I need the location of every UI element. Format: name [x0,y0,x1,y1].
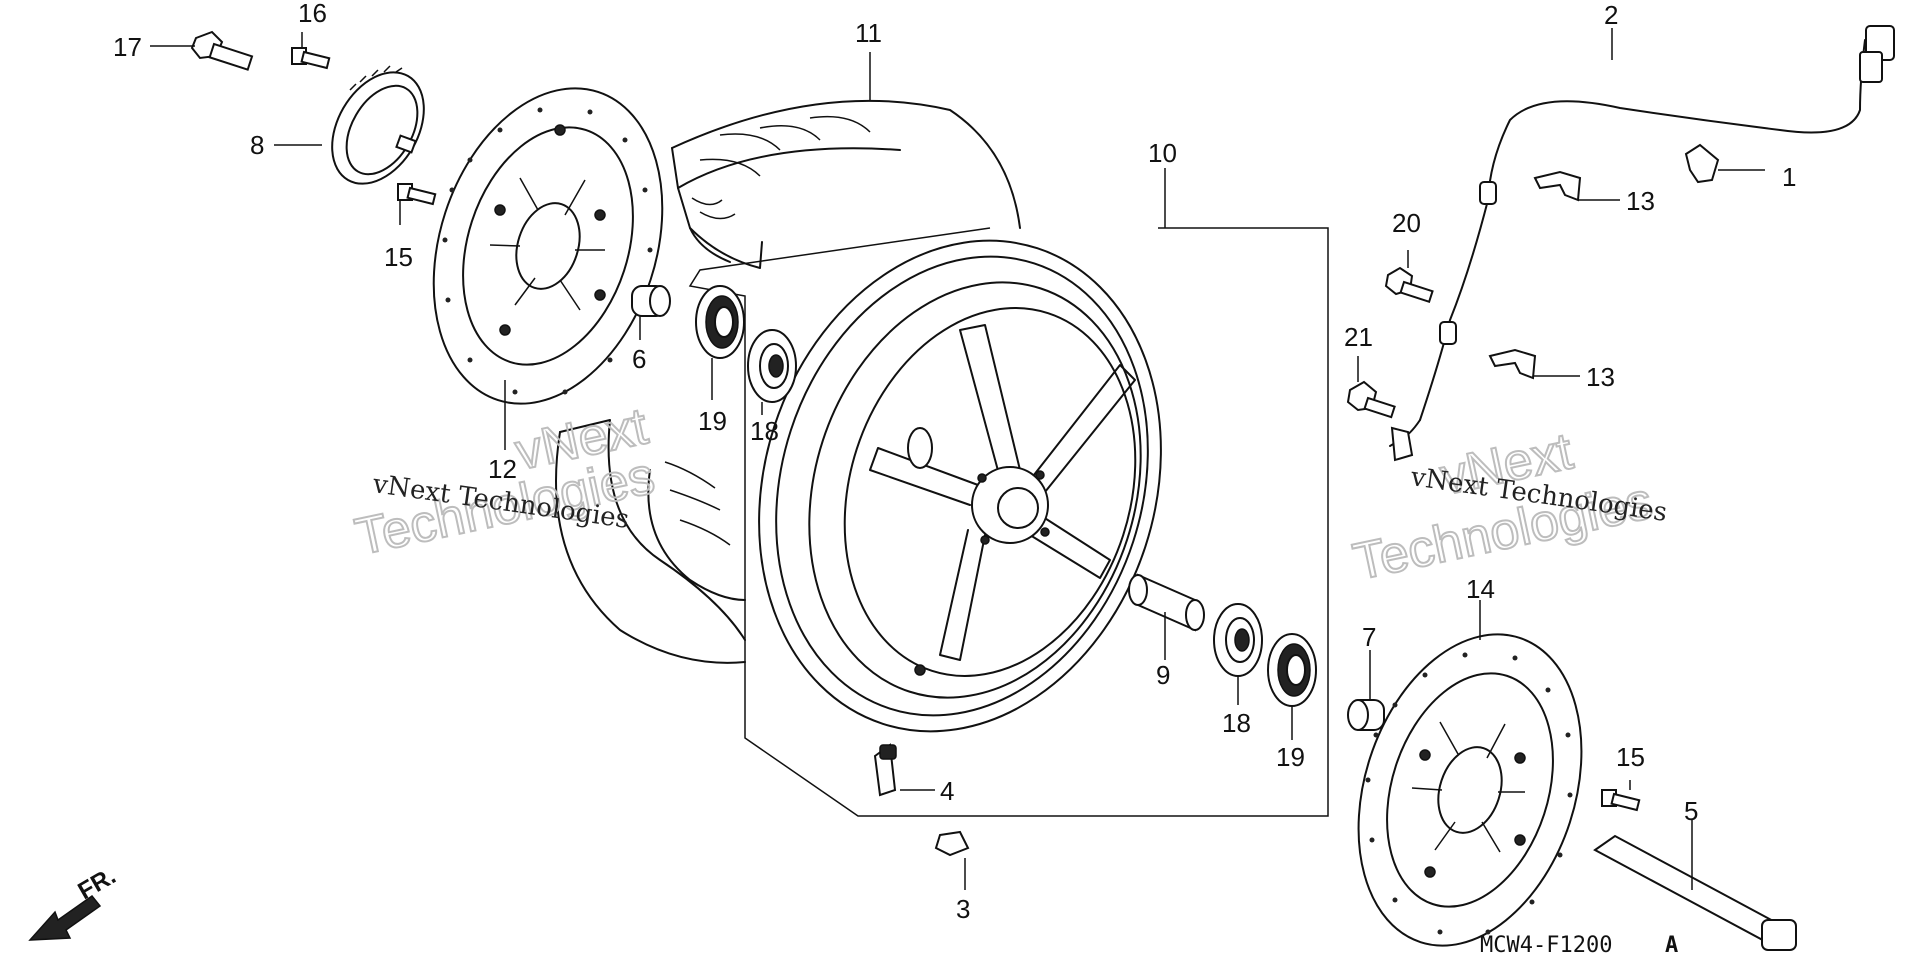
bolt-16 [291,47,331,70]
callout-17: 17 [113,32,142,62]
callout-15-upper: 15 [384,242,413,272]
callout-6: 6 [632,344,646,374]
callout-5: 5 [1684,796,1698,826]
clip-3 [934,830,970,857]
callout-3: 3 [956,894,970,924]
bolt-15-lower [1601,789,1641,812]
valve-4 [873,743,897,797]
callout-14: 14 [1466,574,1495,604]
wheel-rim-10 [758,239,1162,733]
diagram-code-suffix: A [1665,933,1678,958]
axle-5 [1593,834,1797,951]
bearing-19-right [1267,633,1317,707]
callout-15-lower: 15 [1616,742,1645,772]
callout-19-right: 19 [1276,742,1305,772]
bolt-20 [1384,266,1434,303]
callout-16: 16 [298,0,327,28]
callout-2: 2 [1604,0,1618,30]
callout-8: 8 [250,130,264,160]
bearing-18-right [1213,603,1263,677]
callout-11: 11 [855,18,882,48]
pulser-ring-8 [331,65,425,185]
callout-19-left: 19 [698,406,727,436]
callout-numbers: 1 2 3 4 5 6 7 8 9 10 11 12 13 13 14 15 1… [113,0,1796,924]
brake-disc-14 [1357,633,1583,947]
callout-18-left: 18 [750,416,779,446]
bolt-21 [1346,380,1396,419]
callout-18-right: 18 [1222,708,1251,738]
bracket-13-upper [1533,170,1582,202]
front-direction-arrow: FR. [28,862,121,941]
direction-label: FR. [74,862,121,905]
bearing-19-left [695,285,745,359]
callout-9: 9 [1156,660,1170,690]
diagram-code: MCW4-F1200 A [1480,933,1678,958]
callout-13-lower: 13 [1586,362,1615,392]
callout-20: 20 [1392,208,1421,238]
wheel-assembly-bracket [688,227,1329,817]
leader-lines [150,28,1765,890]
spacer-7 [1347,699,1385,731]
callout-12: 12 [488,454,517,484]
axle-spacer-9 [1128,573,1205,632]
bearing-18-left [747,329,797,403]
callout-7: 7 [1362,622,1376,652]
tire-11 [555,99,1021,664]
bolt-15-upper [397,183,437,206]
callout-4: 4 [940,776,954,806]
bracket-13-lower [1488,348,1537,380]
callout-1: 1 [1782,162,1796,192]
clamp-1 [1684,143,1720,184]
brake-disc-12 [432,87,664,405]
callout-13-upper: 13 [1626,186,1655,216]
bolt-17 [190,30,254,71]
spacer-6 [631,285,671,317]
callout-10: 10 [1148,138,1177,168]
sensor-cable-2 [1389,25,1895,462]
diagram-code-text: MCW4-F1200 [1480,933,1612,958]
callout-21: 21 [1344,322,1373,352]
